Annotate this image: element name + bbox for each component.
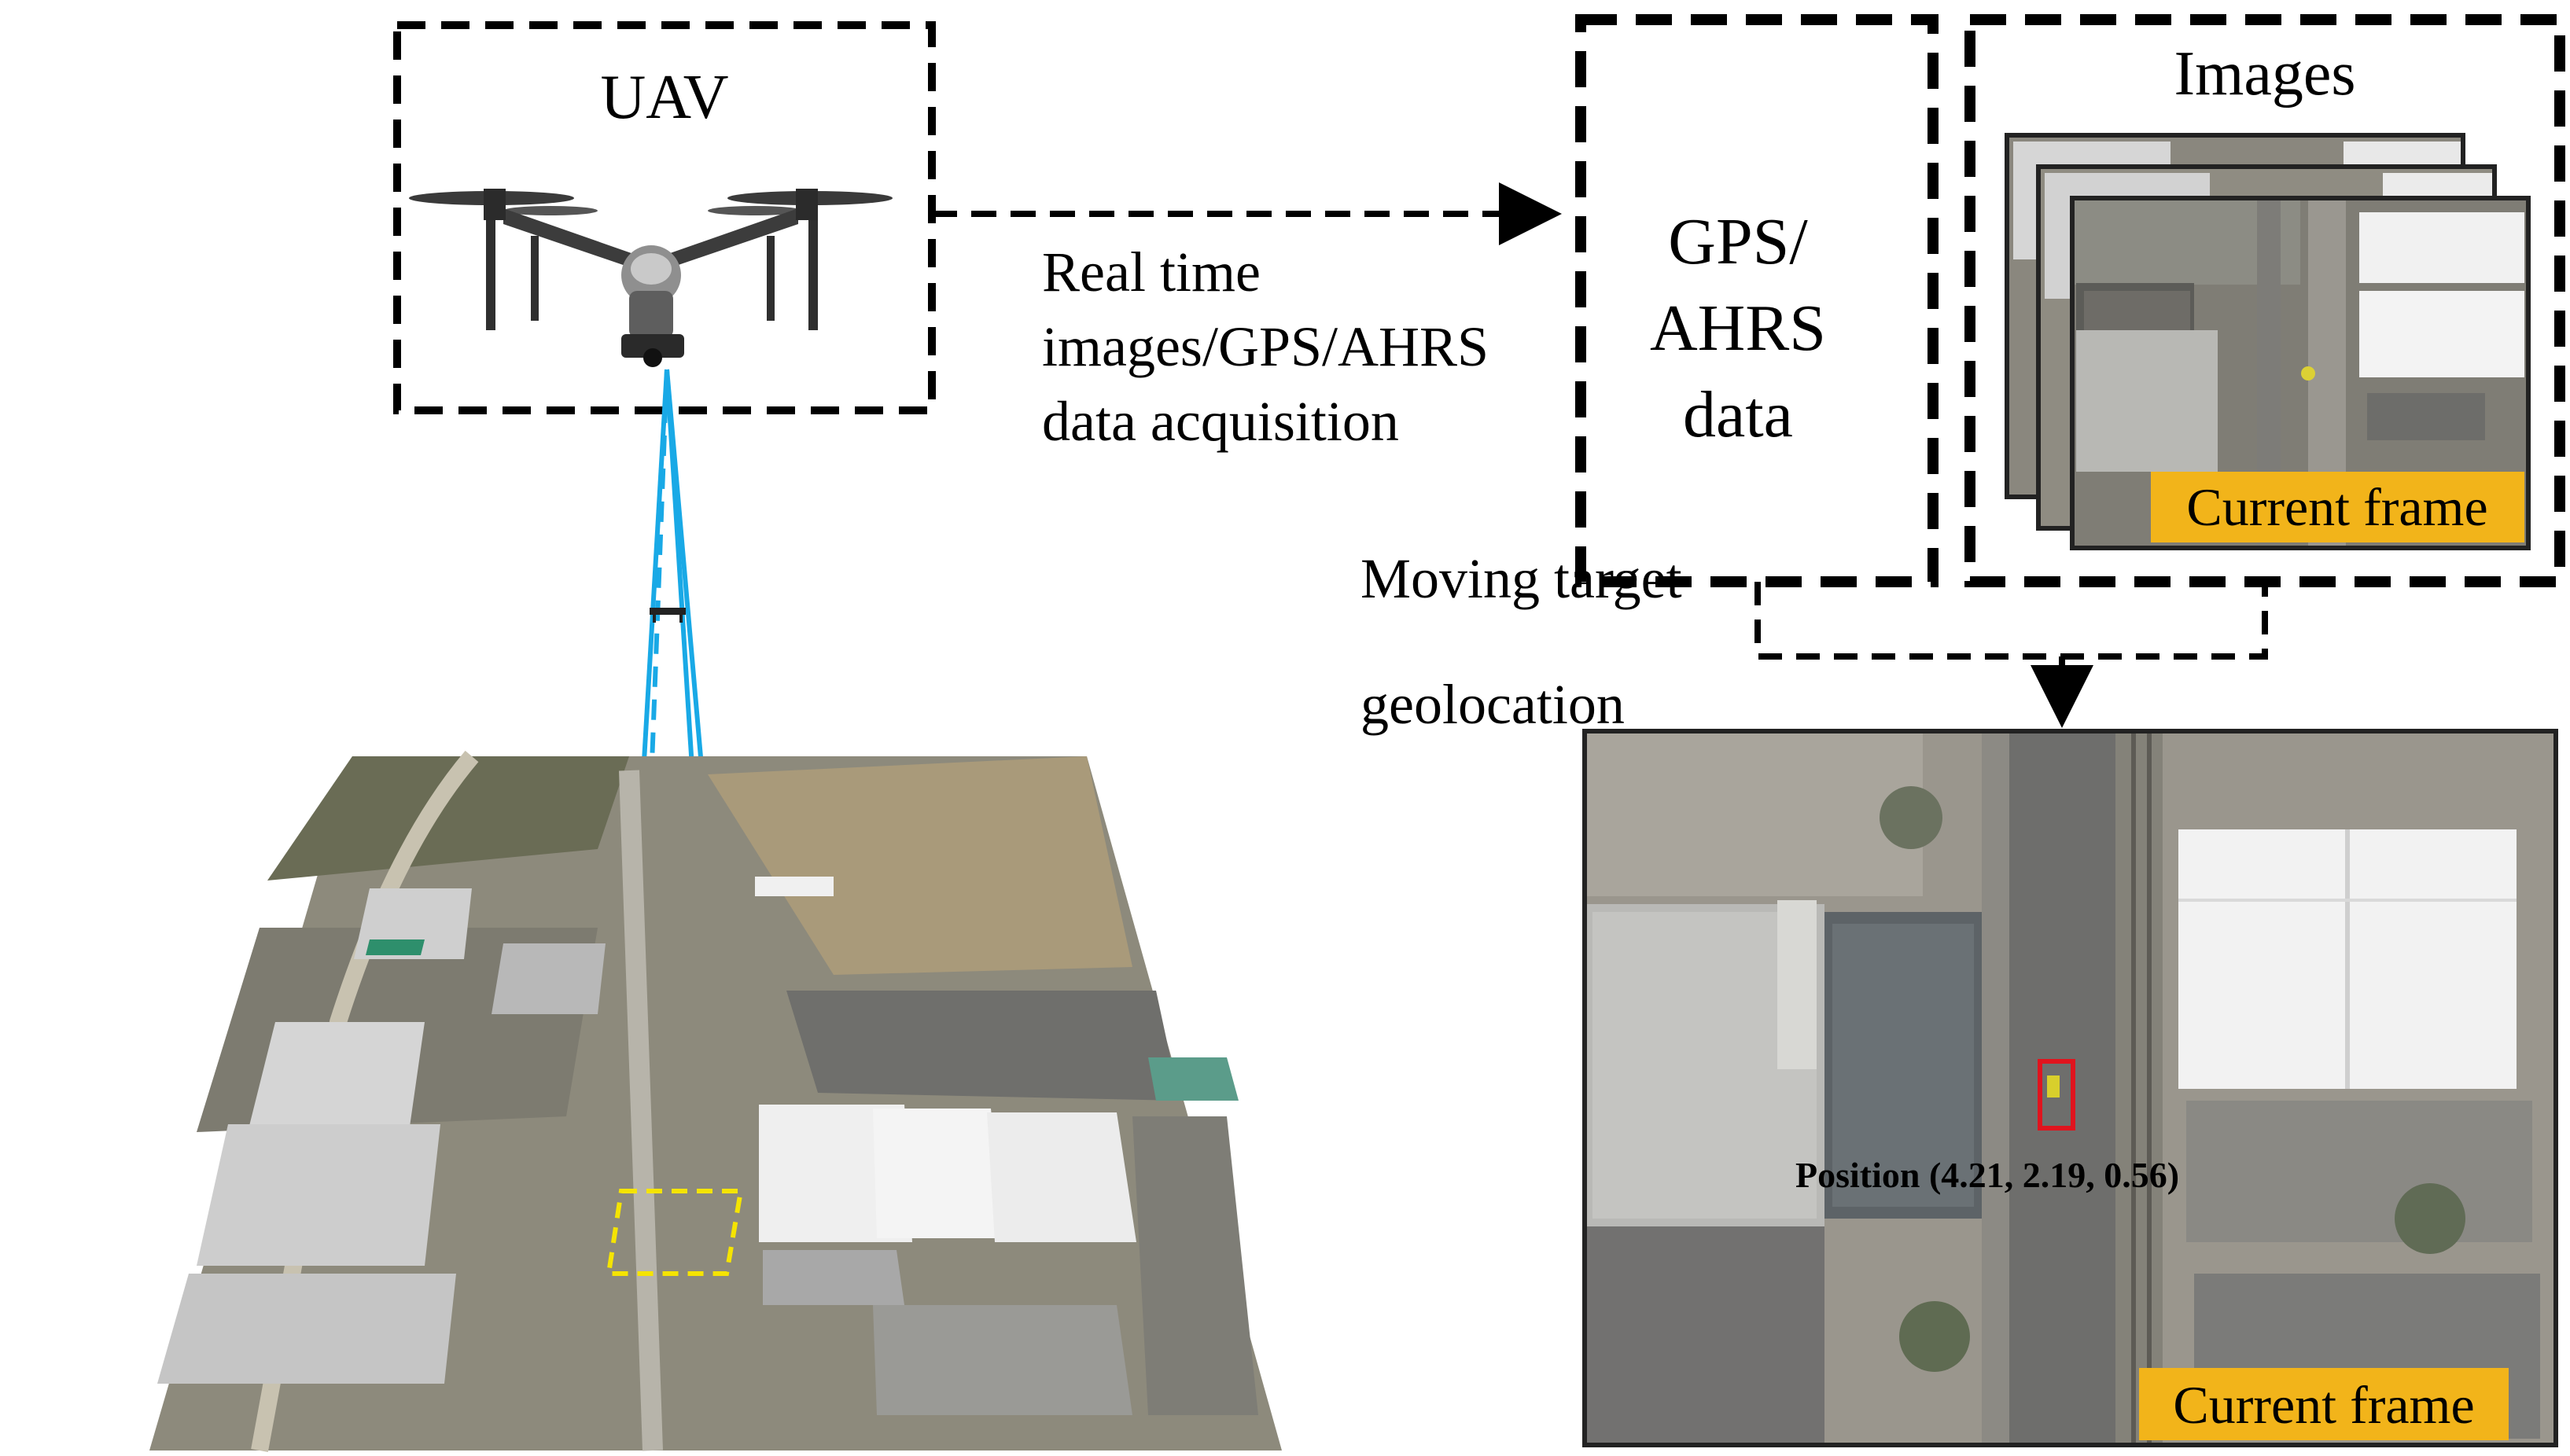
acquisition-label-line-1: Real time (1042, 241, 1261, 303)
gps-label-line-3: data (1683, 378, 1793, 451)
aerial-map (149, 750, 1282, 1452)
current-frame-badge-text: Current frame (2186, 477, 2487, 537)
image-stack: Current frame (2005, 133, 2531, 550)
geolocation-connector (1754, 582, 2268, 660)
result-frame-badge (2139, 1368, 2509, 1440)
gps-label-line-1: GPS/ (1668, 205, 1808, 278)
images-title: Images (2174, 39, 2355, 108)
position-readout: Position (4.21, 2.19, 0.56) (1795, 1155, 2179, 1195)
geolocation-label-line-2: geolocation (1360, 673, 1625, 736)
camera-footprint (606, 1189, 744, 1276)
gps-label-line-2: AHRS (1650, 292, 1826, 365)
uav-box: UAV (393, 21, 936, 414)
uav-label: UAV (600, 63, 728, 132)
acquisition-label-line-3: data acquisition (1042, 390, 1399, 453)
mini-drone-icon (650, 608, 686, 623)
result-frame-badge-text: Current frame (2173, 1375, 2474, 1435)
geolocation-label-line-1: Moving target (1360, 547, 1682, 610)
acquisition-label-line-2: images/GPS/AHRS (1042, 315, 1489, 378)
drone-icon (409, 189, 893, 367)
result-view: Position (4.21, 2.19, 0.56) Current fram… (1582, 729, 2558, 1447)
gps-ahrs-box: GPS/ AHRS data (1575, 14, 1939, 587)
current-frame-badge (2151, 472, 2524, 542)
target-bounding-box (2038, 1059, 2075, 1131)
